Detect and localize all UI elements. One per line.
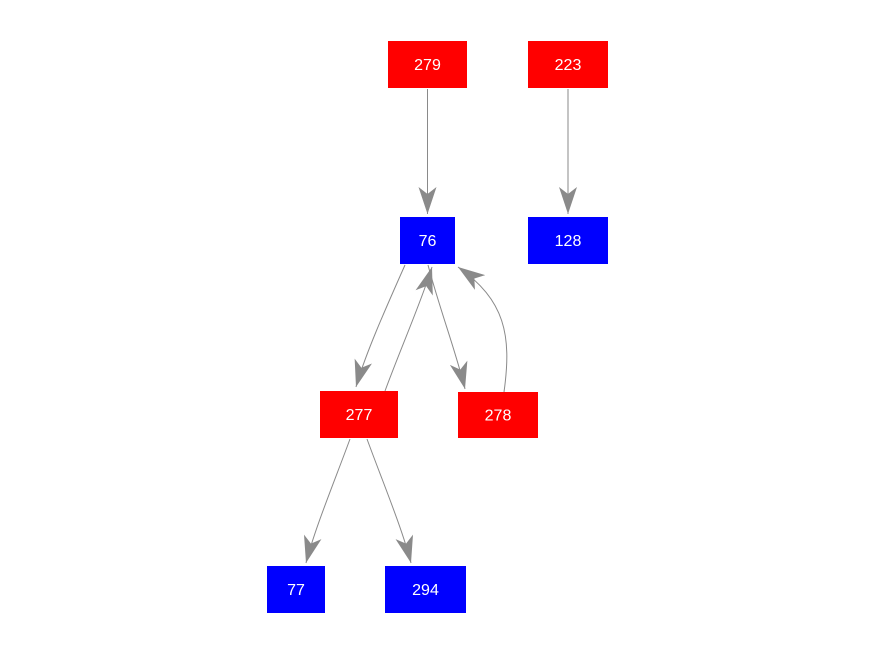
node-76: 76 (400, 217, 455, 264)
node-279-box (388, 41, 467, 88)
node-279: 279 (388, 41, 467, 88)
edge-76-to-277 (354, 264, 406, 388)
node-278-box (458, 392, 538, 438)
edges-layer (304, 89, 577, 564)
node-277-box (320, 391, 398, 438)
nodes-layer: 279 223 76 128 277 278 77 294 (267, 41, 608, 613)
edge-277-to-77 (304, 438, 351, 564)
edge-76-to-278 (427, 264, 468, 390)
node-278: 278 (458, 392, 538, 438)
node-223: 223 (528, 41, 608, 88)
node-128: 128 (528, 217, 608, 264)
edge-278-to-76 (457, 266, 508, 393)
node-294-box (385, 566, 466, 613)
node-223-box (528, 41, 608, 88)
node-76-box (400, 217, 455, 264)
node-77: 77 (267, 566, 325, 613)
node-277: 277 (320, 391, 398, 438)
node-294: 294 (385, 566, 466, 613)
edge-277-to-76 (384, 266, 433, 392)
node-128-box (528, 217, 608, 264)
edge-277-to-294 (366, 438, 413, 564)
node-77-box (267, 566, 325, 613)
